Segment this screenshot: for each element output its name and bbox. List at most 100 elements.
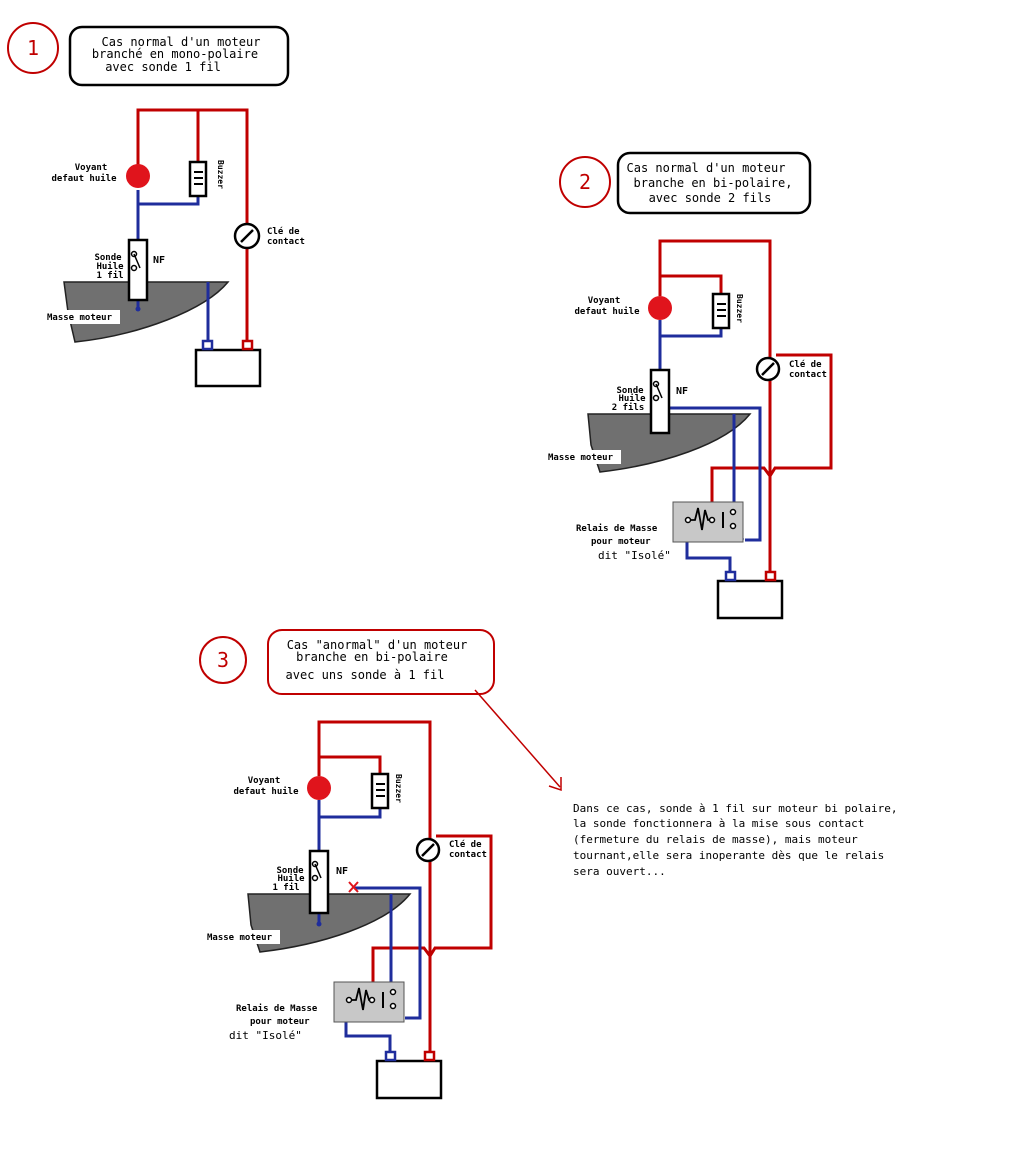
- case-3-nf-label: NF: [336, 866, 348, 877]
- case-2-sonde-label-3: 2 fils: [612, 402, 645, 413]
- case-2-engine-block: [587, 413, 752, 473]
- case-1-masse-label-bg: [43, 310, 120, 324]
- case-3-relais-label-2: pour moteur: [250, 1017, 310, 1027]
- case-2-blue-wire-sensor: [668, 406, 762, 542]
- case-3-buzzer-label: Buzzer: [394, 774, 403, 803]
- case-3-explanation-line-5: sera ouvert...: [573, 865, 666, 878]
- case-2-voyant-label-1: Voyant: [588, 296, 621, 306]
- case-3-oil-sensor-icon: [308, 849, 330, 915]
- case-1-engine-block: [63, 281, 230, 343]
- case-2-battery-positive-terminal: [764, 570, 777, 582]
- case-2-battery-icon: [716, 579, 784, 620]
- case-3-blue-wire-buzzer: [319, 808, 382, 819]
- case-2-ground-relay-icon: [672, 501, 744, 543]
- case-1-title-line-3: avec sonde 1 fil: [105, 60, 221, 74]
- case-2-masse-label-bg: [544, 450, 621, 464]
- case-1-title-box: [68, 25, 290, 87]
- case-2-title-line-2: branche en bi-polaire,: [634, 176, 793, 190]
- case-2-warning-lamp-icon: [648, 296, 672, 320]
- case-3-red-wire-buzzer: [319, 755, 382, 774]
- case-2-buzzer-label: Buzzer: [735, 294, 744, 323]
- case-3-ground-dot: [316, 921, 322, 927]
- case-1-sonde-label-3: 1 fil: [96, 270, 123, 281]
- case-3-sonde-label-3: 1 fil: [272, 882, 299, 893]
- case-1-ground-dot: [135, 306, 141, 312]
- case-3-battery-positive-terminal: [423, 1050, 436, 1062]
- case-1-battery-positive-terminal: [241, 339, 254, 351]
- case-1-number: 1: [27, 36, 39, 60]
- case-3: 3 Cas "anormal" d'un moteur branche en b…: [199, 629, 898, 1100]
- case-1-title-line-2: branché en mono-polaire: [92, 47, 258, 61]
- case-1-voyant-label-1: Voyant: [75, 163, 108, 173]
- case-3-masse-label: Masse moteur: [207, 933, 273, 943]
- case-2-blue-wire-buzzer: [660, 328, 723, 338]
- case-3-title-line-1: Cas "anormal" d'un moteur: [287, 638, 468, 652]
- case-3-explanation-line-4: tournant,elle sera inoperante dès que le…: [573, 849, 884, 862]
- case-2-red-wire-relay-coil: [710, 353, 833, 508]
- case-3-battery-icon: [375, 1059, 443, 1100]
- case-2-sonde-label-2: Huile: [618, 393, 646, 404]
- case-3-explanation-line-2: la sonde fonctionnera à la mise sous con…: [573, 817, 864, 830]
- case-3-cle-label-1: Clé de: [449, 839, 482, 850]
- case-3-engine-block: [247, 893, 412, 953]
- case-2-cle-label-2: contact: [789, 370, 827, 380]
- case-1-cle-label-2: contact: [267, 237, 305, 247]
- case-1-title-line-1: Cas normal d'un moteur: [102, 35, 261, 49]
- case-1-sonde-label-1: Sonde: [94, 253, 122, 263]
- case-3-red-wire-main: [317, 720, 432, 1052]
- case-3-cle-label-2: contact: [449, 850, 487, 860]
- case-2-oil-sensor-icon: [649, 368, 671, 435]
- case-3-voyant-label-1: Voyant: [248, 776, 281, 786]
- case-1-nf-label: NF: [153, 255, 165, 266]
- case-3-explanation-line-1: Dans ce cas, sonde à 1 fil sur moteur bi…: [573, 802, 898, 815]
- case-2: 2 Cas normal d'un moteur branche en bi-p…: [544, 151, 833, 620]
- case-2-masse-label: Masse moteur: [548, 453, 614, 463]
- case-3-blue-wire-disconnected: [354, 886, 422, 1020]
- case-1-warning-lamp-icon: [126, 164, 150, 188]
- case-3-number: 3: [217, 648, 229, 672]
- case-3-ground-relay-icon: [333, 981, 405, 1023]
- case-2-relais-label-1: Relais de Masse: [576, 523, 658, 534]
- case-2-title-line-1: Cas normal d'un moteur: [627, 161, 786, 175]
- case-2-title-line-3: avec sonde 2 fils: [649, 191, 772, 205]
- case-2-cle-label-1: Clé de: [789, 359, 822, 370]
- case-3-number-circle: [199, 636, 247, 684]
- case-2-relais-label-2: pour moteur: [591, 537, 651, 547]
- case-3-arrow-head-icon: [548, 777, 562, 792]
- case-1-battery-negative-terminal: [201, 339, 214, 351]
- case-3-sonde-label-2: Huile: [277, 873, 305, 884]
- case-3-title-line-2: branche en bi-polaire: [296, 650, 448, 664]
- case-2-number: 2: [579, 170, 591, 194]
- case-2-title-box: [616, 151, 812, 215]
- case-1-buzzer-label: Buzzer: [216, 160, 225, 189]
- case-3-disconnected-cross-icon: [348, 881, 359, 893]
- case-1-sonde-label-2: Huile: [96, 261, 124, 272]
- case-1-battery-icon: [194, 348, 262, 388]
- case-2-voyant-label-2: defaut huile: [574, 306, 640, 317]
- case-1-blue-wire-buzzer: [138, 196, 200, 206]
- case-2-nf-label: NF: [676, 386, 688, 397]
- case-2-number-circle: [559, 156, 611, 208]
- case-1-cle-label-1: Clé de: [267, 226, 300, 237]
- case-2-red-wire-main: [658, 239, 772, 572]
- case-3-relais-label-3: dit "Isolé": [229, 1029, 302, 1042]
- case-1: 1 Cas normal d'un moteur branché en mono…: [7, 22, 305, 388]
- case-3-voyant-label-2: defaut huile: [233, 786, 299, 797]
- case-2-relais-label-3: dit "Isolé": [598, 549, 671, 562]
- case-3-explanation-line-3: (fermeture du relais de masse), mais mot…: [573, 833, 858, 846]
- case-2-battery-negative-terminal: [724, 570, 737, 582]
- case-3-battery-negative-terminal: [384, 1050, 397, 1062]
- case-3-title-box: [267, 629, 495, 695]
- case-3-relais-label-1: Relais de Masse: [236, 1003, 318, 1014]
- case-2-red-wire-buzzer: [660, 274, 723, 294]
- case-3-masse-label-bg: [203, 930, 280, 944]
- case-1-masse-label: Masse moteur: [47, 313, 113, 323]
- case-3-red-wire-relay-coil: [371, 834, 493, 988]
- case-2-sonde-label-1: Sonde: [616, 386, 644, 396]
- case-3-sonde-label-1: Sonde: [276, 866, 304, 876]
- case-1-red-wire-buzzer: [138, 108, 200, 162]
- case-3-title-line-3: avec uns sonde à 1 fil: [286, 668, 445, 682]
- case-3-callout-arrow: [474, 689, 561, 788]
- case-1-number-circle: [7, 22, 59, 74]
